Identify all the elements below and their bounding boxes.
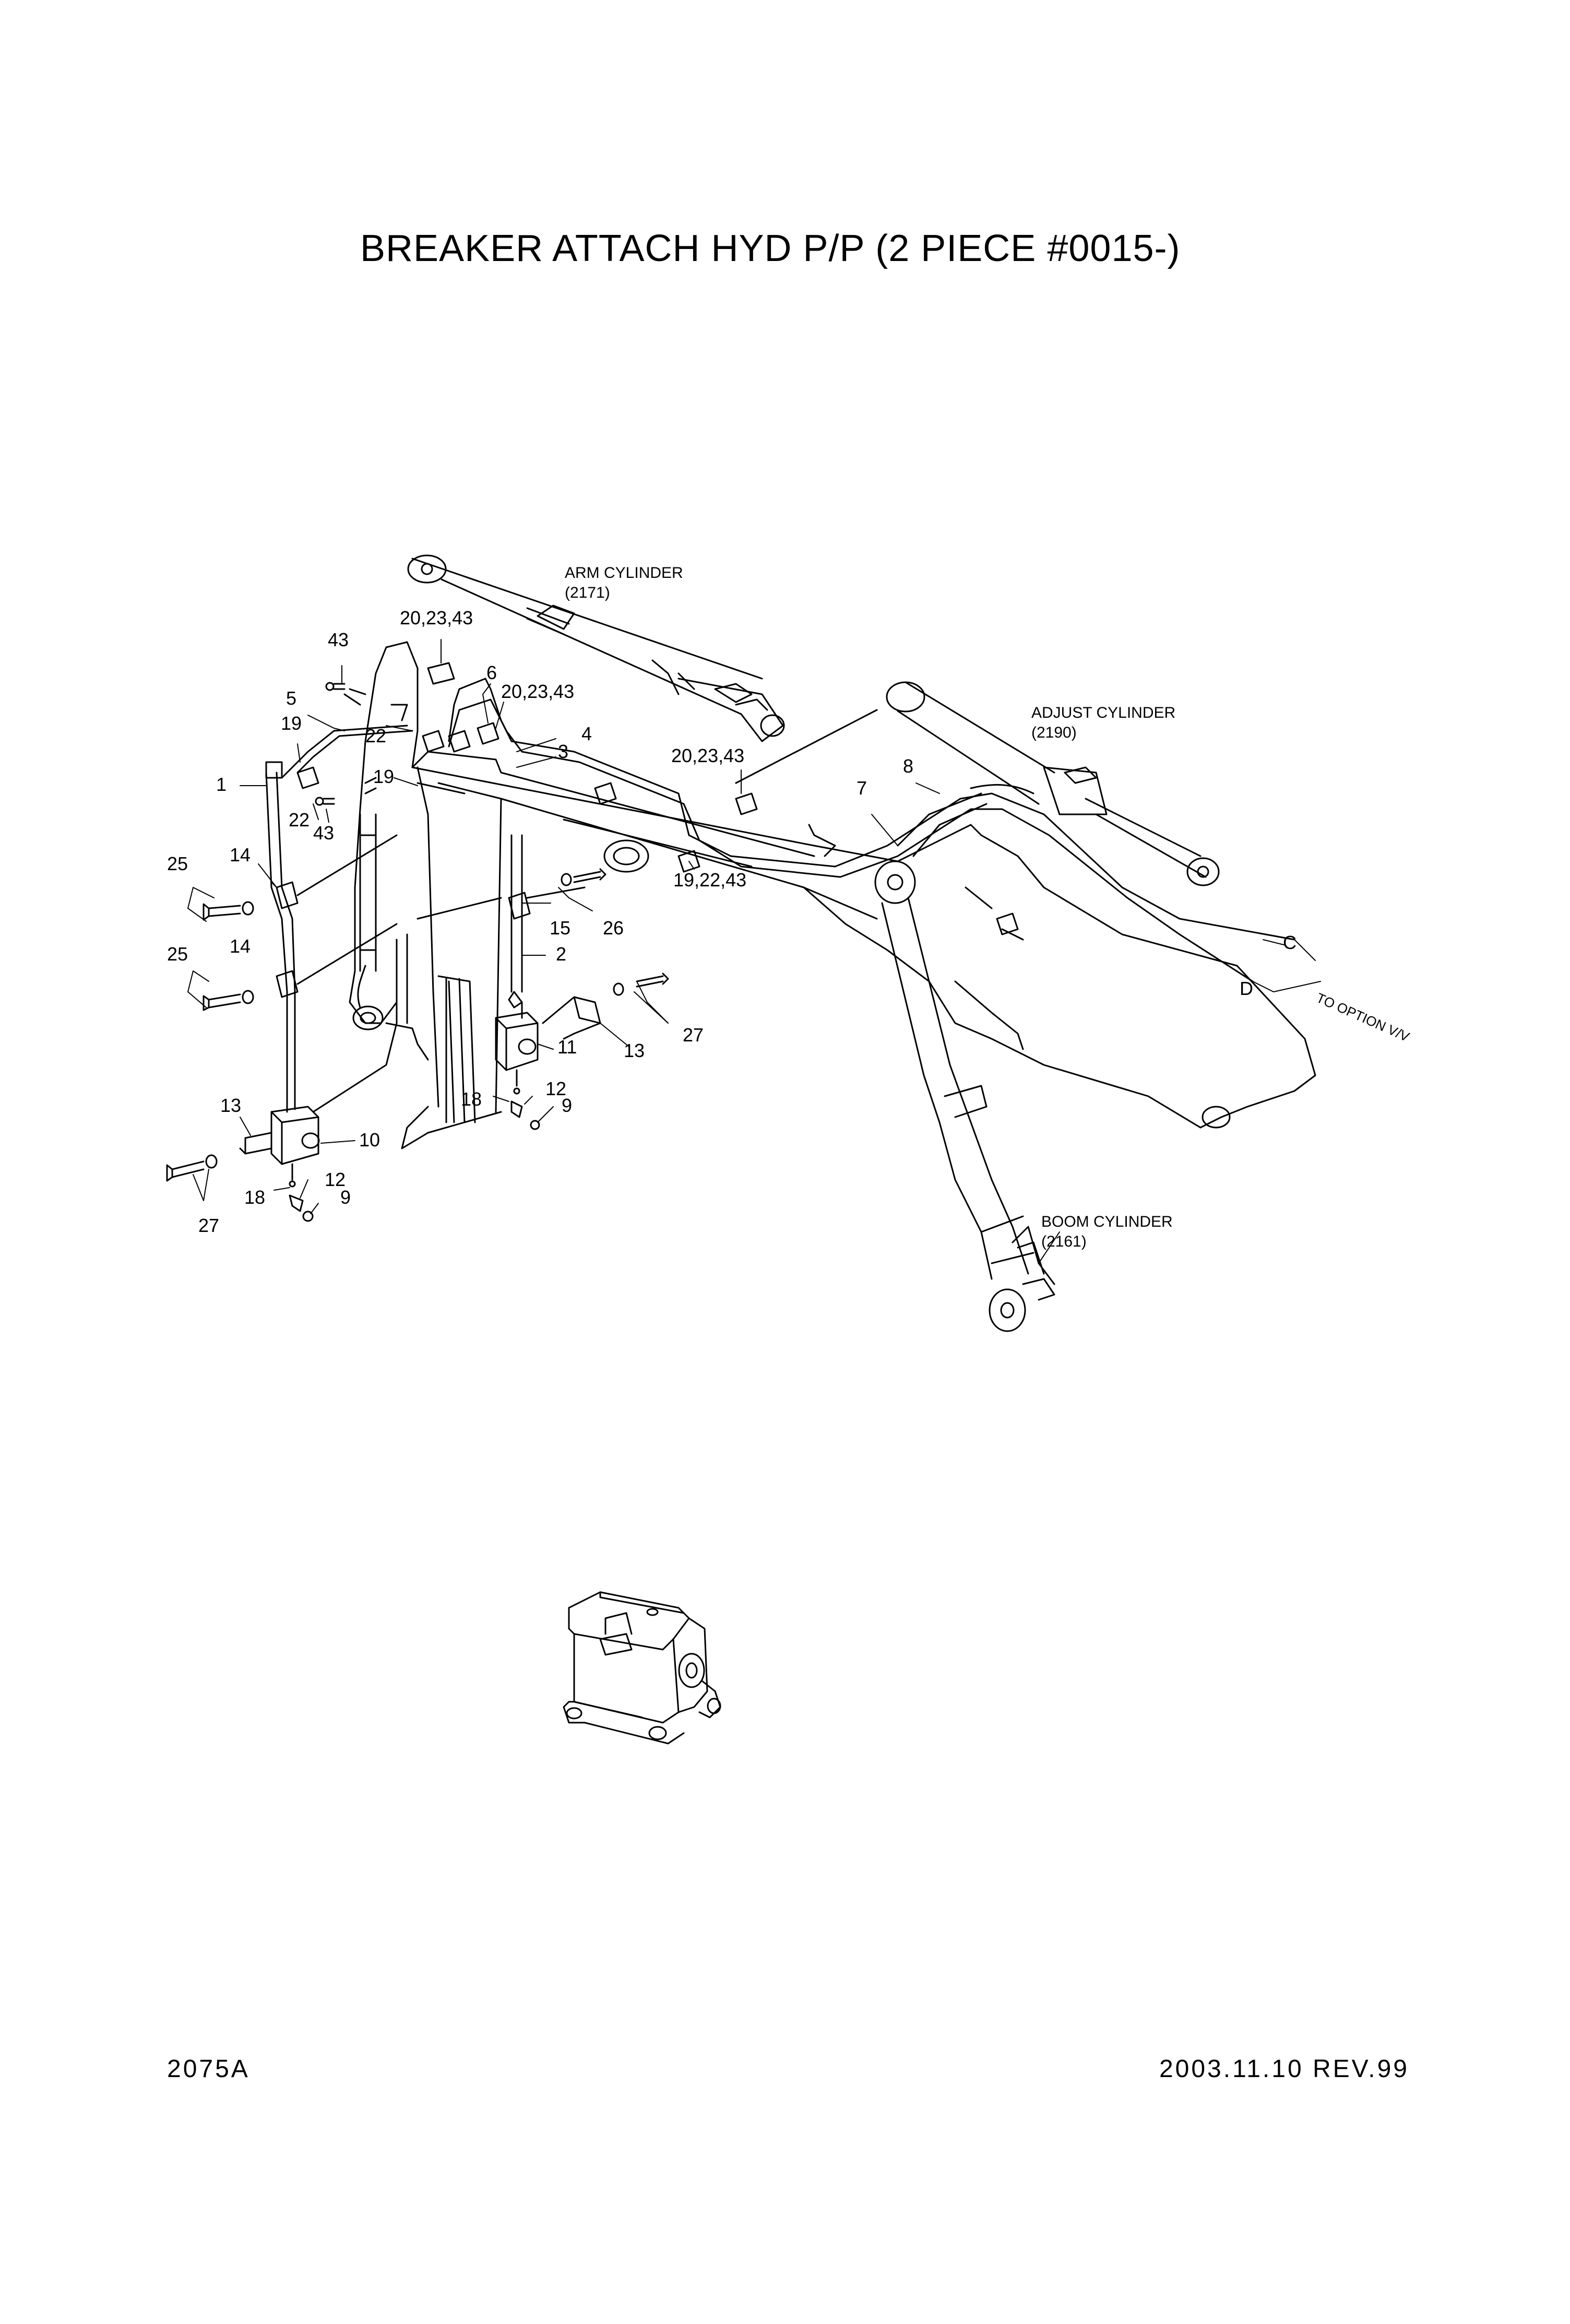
svg-text:(2171): (2171) xyxy=(565,584,610,601)
arm-dipper-drawing xyxy=(343,641,502,1149)
component-label-adjust-cylinder: ADJUST CYLINDER (2190) xyxy=(1031,704,1175,741)
callout-19: 19 xyxy=(281,713,302,734)
callout-15: 15 xyxy=(550,917,570,939)
callout-14: 14 xyxy=(230,935,251,957)
callout-25: 25 xyxy=(167,943,188,965)
callout-5: 5 xyxy=(286,687,296,709)
hydraulic-pipes xyxy=(265,678,1295,1087)
callout-20-23-43: 20,23,43 xyxy=(671,745,744,766)
callout-18: 18 xyxy=(244,1187,265,1208)
callout-1: 1 xyxy=(216,774,227,795)
revision-date: 2003.11.10 REV.99 xyxy=(1159,2055,1409,2083)
clamp-blocks xyxy=(276,834,586,1009)
callout-27: 27 xyxy=(683,1024,704,1046)
component-label-arm-cylinder: ARM CYLINDER (2171) xyxy=(565,564,683,601)
callout-19-22-43: 19,22,43 xyxy=(673,869,746,891)
callout-22: 22 xyxy=(365,725,386,746)
callout-numbers: 43 20,23,43 6 20,23,43 5 19 22 4 3 19 1 … xyxy=(167,607,1297,1236)
stop-valve-right xyxy=(495,996,601,1130)
svg-text:(2161): (2161) xyxy=(1041,1233,1087,1250)
callout-14: 14 xyxy=(230,844,251,865)
callout-20-23-43: 20,23,43 xyxy=(400,607,473,629)
stop-valve-left xyxy=(239,1022,398,1222)
callout-20-23-43: 20,23,43 xyxy=(501,681,574,702)
bolts-and-washers xyxy=(166,682,669,1182)
svg-text:BOOM CYLINDER: BOOM CYLINDER xyxy=(1041,1213,1173,1230)
callout-26: 26 xyxy=(603,917,624,939)
callout-12: 12 xyxy=(545,1078,566,1099)
callout-13: 13 xyxy=(624,1040,645,1061)
sheet-number: 2075A xyxy=(167,2055,250,2083)
callout-D: D xyxy=(1240,978,1253,999)
callout-22: 22 xyxy=(289,809,310,831)
callout-43: 43 xyxy=(328,629,349,650)
callout-12: 12 xyxy=(325,1169,346,1190)
pipe-clamps xyxy=(265,662,1019,935)
callout-11: 11 xyxy=(557,1036,577,1058)
adjust-cylinder-drawing xyxy=(735,681,1220,886)
valve-detail-view xyxy=(563,1591,721,1745)
callout-8: 8 xyxy=(903,755,913,777)
callout-18: 18 xyxy=(461,1088,482,1110)
callout-6: 6 xyxy=(486,662,497,683)
svg-text:(2190): (2190) xyxy=(1031,724,1077,741)
callout-10: 10 xyxy=(359,1129,380,1151)
callout-43: 43 xyxy=(313,822,334,844)
callout-25: 25 xyxy=(167,853,188,874)
callout-13: 13 xyxy=(220,1095,241,1116)
callout-3: 3 xyxy=(558,741,568,762)
callout-7: 7 xyxy=(857,777,867,799)
boom-drawing xyxy=(411,751,1316,1129)
callout-27: 27 xyxy=(198,1215,219,1236)
leader-lines xyxy=(187,639,1321,1264)
to-option-valve-note: TO OPTION V/V xyxy=(1314,990,1412,1045)
arm-cylinder-drawing xyxy=(407,554,785,742)
svg-text:ADJUST CYLINDER: ADJUST CYLINDER xyxy=(1031,704,1175,721)
callout-4: 4 xyxy=(581,723,592,744)
page-title: BREAKER ATTACH HYD P/P (2 PIECE #0015-) xyxy=(360,228,1181,269)
boom-cylinder-drawing xyxy=(874,860,1055,1332)
callout-9: 9 xyxy=(562,1095,572,1116)
callout-2: 2 xyxy=(556,943,566,965)
component-label-boom-cylinder: BOOM CYLINDER (2161) xyxy=(1041,1213,1173,1250)
callout-9: 9 xyxy=(340,1187,351,1208)
callout-C: C xyxy=(1283,932,1297,953)
svg-text:ARM CYLINDER: ARM CYLINDER xyxy=(565,564,683,582)
callout-19: 19 xyxy=(373,766,394,787)
